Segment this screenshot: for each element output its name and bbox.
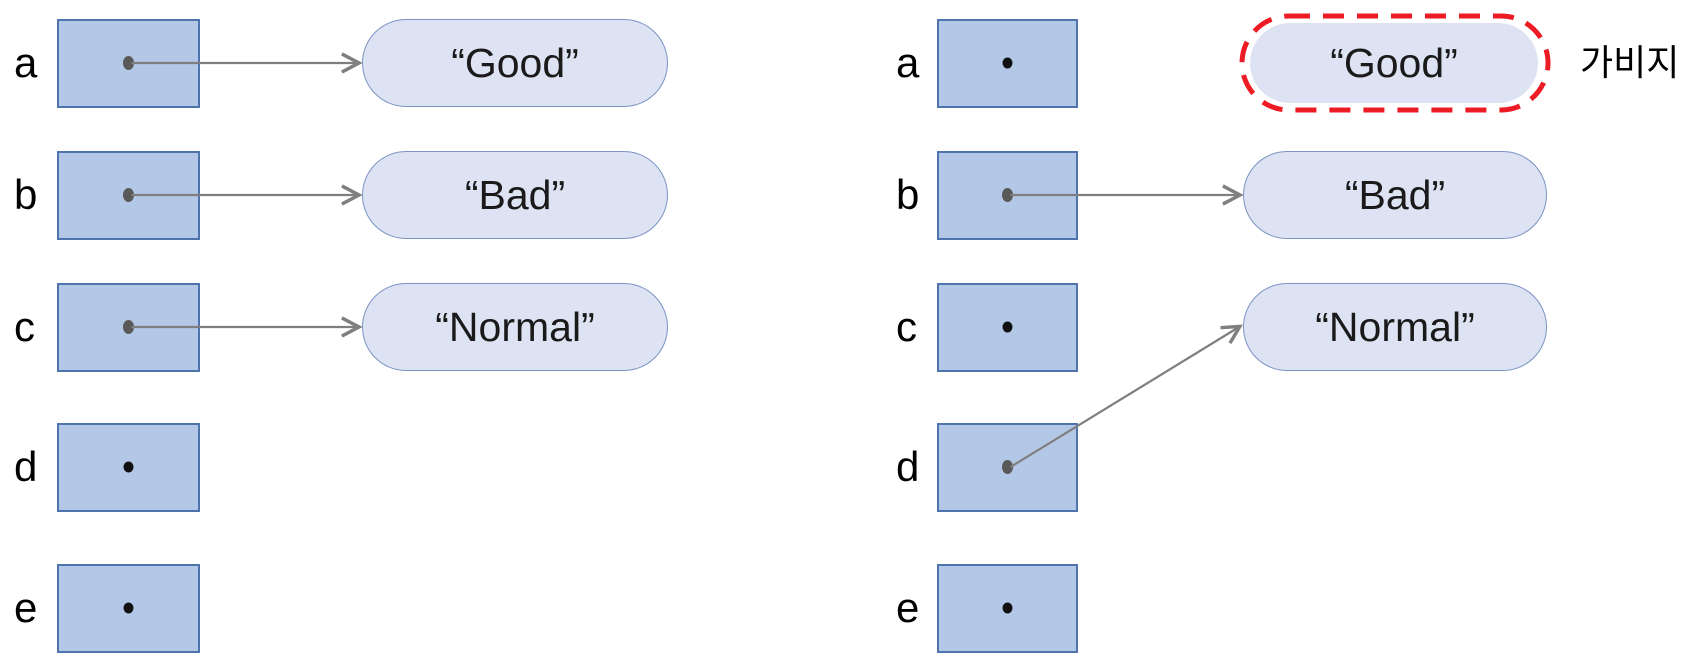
variable-label: c (896, 303, 917, 350)
variable-label: e (14, 584, 38, 631)
string-object-label: “Normal” (1315, 303, 1475, 350)
string-object-pill: “Bad” (362, 151, 668, 239)
variable-label: b (14, 171, 38, 218)
variable-box (57, 282, 200, 372)
variable-box (57, 422, 200, 512)
variable-label: b (896, 171, 920, 218)
string-object-label: “Bad” (1344, 171, 1446, 218)
string-object-pill: “Normal” (1243, 283, 1547, 371)
variable-box (937, 563, 1078, 653)
variable-label: c (14, 303, 35, 350)
variable-box (937, 150, 1078, 240)
string-object-pill: “Bad” (1243, 151, 1547, 239)
variable-label: d (896, 443, 920, 490)
string-object-label: “Good” (451, 39, 579, 86)
string-object-label: “Normal” (435, 303, 595, 350)
garbage-annotation: 가비지 (1580, 42, 1680, 83)
string-object-pill: “Good” (1250, 23, 1538, 103)
variable-box (57, 150, 200, 240)
string-object-pill: “Good” (362, 19, 668, 107)
variable-label: d (14, 443, 38, 490)
variable-box (937, 282, 1078, 372)
string-object-label: “Bad” (464, 171, 566, 218)
variable-box (57, 563, 200, 653)
variable-box (937, 422, 1078, 512)
variable-box (937, 18, 1078, 108)
variable-label: a (896, 39, 920, 86)
string-object-label: “Good” (1330, 39, 1458, 86)
variable-label: e (896, 584, 920, 631)
string-object-pill: “Normal” (362, 283, 668, 371)
variable-label: a (14, 39, 38, 86)
variable-box (57, 18, 200, 108)
